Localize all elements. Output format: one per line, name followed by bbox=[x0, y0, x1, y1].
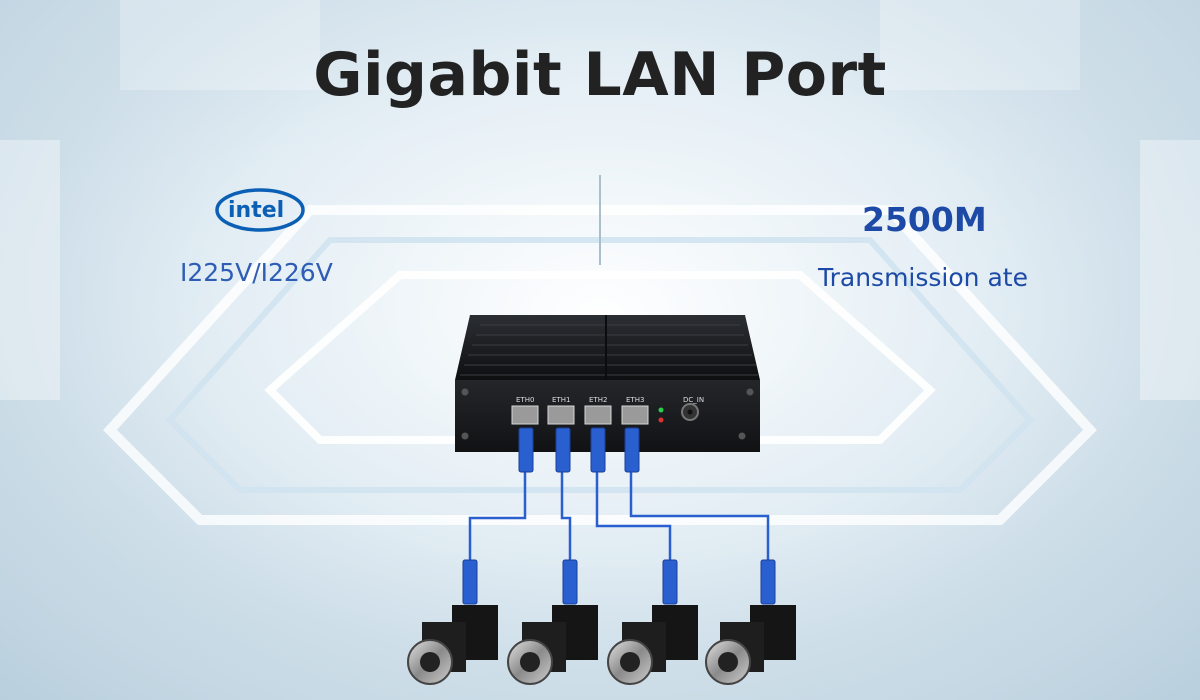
port-label-eth0: ETH0 bbox=[516, 396, 534, 404]
speed-value: 2500M bbox=[862, 200, 987, 239]
camera-icon bbox=[705, 605, 796, 685]
ethernet-port-eth3: ETH3 bbox=[621, 396, 649, 425]
intel-logo-icon: intel bbox=[214, 185, 306, 235]
speed-label: Transmission ate bbox=[818, 263, 1028, 292]
camera-icon bbox=[407, 605, 498, 685]
ethernet-port-eth1: ETH1 bbox=[547, 396, 575, 425]
page-title: Gigabit LAN Port bbox=[313, 40, 887, 110]
camera-plugs bbox=[462, 559, 776, 605]
port-label-eth2: ETH2 bbox=[589, 396, 607, 404]
camera-icon bbox=[607, 605, 698, 685]
network-cables bbox=[468, 470, 770, 562]
port-label-eth1: ETH1 bbox=[552, 396, 570, 404]
port-label-eth3: ETH3 bbox=[626, 396, 644, 404]
mini-pc: ETH0 ETH1 ETH2 ETH3 DC_IN bbox=[455, 315, 760, 452]
camera-icon bbox=[507, 605, 598, 685]
ethernet-port-eth0: ETH0 bbox=[511, 396, 539, 425]
device-plugs bbox=[518, 427, 640, 473]
chipset-model: I225V/I226V bbox=[180, 258, 333, 287]
dc-in-label: DC_IN bbox=[683, 396, 704, 404]
dc-in-port: DC_IN bbox=[681, 396, 704, 421]
ethernet-port-eth2: ETH2 bbox=[584, 396, 612, 425]
intel-logo-text: intel bbox=[228, 198, 284, 223]
